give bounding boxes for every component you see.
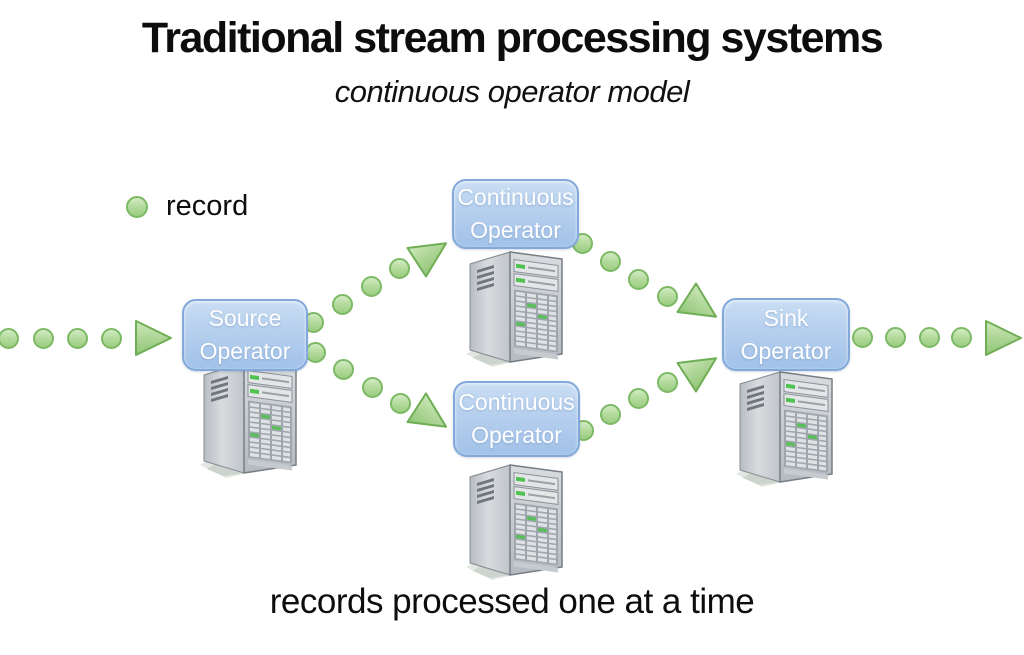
node-continuous-operator-bottom: Continuous Operator <box>453 381 580 457</box>
record-legend-label: record <box>166 190 249 222</box>
node-sink-operator: Sink Operator <box>722 298 850 371</box>
server-icon <box>198 357 304 479</box>
node-label-line: Continuous <box>458 389 575 416</box>
flow-arrow-icon <box>983 318 1023 358</box>
node-label-line: Continuous <box>457 184 574 211</box>
diagram-title: Traditional stream processing systems <box>141 14 884 62</box>
server-icon <box>464 246 570 368</box>
record-dot <box>627 387 649 409</box>
record-dot <box>389 392 411 414</box>
diagram-subtitle: continuous operator model <box>334 74 690 109</box>
flow-arrow-icon <box>403 225 458 280</box>
server-icon <box>464 459 570 581</box>
flow-arrow-icon <box>403 389 458 444</box>
record-dot <box>100 327 122 349</box>
node-label-line: Source <box>208 305 282 332</box>
record-dot-icon <box>126 195 148 218</box>
record-dot <box>388 257 410 279</box>
flow-arrow-icon <box>133 318 173 358</box>
record-dot <box>656 285 678 307</box>
record-dot <box>332 358 354 380</box>
node-label-line: Operator <box>199 338 291 364</box>
record-dot <box>950 326 972 348</box>
record-dot <box>331 293 353 315</box>
record-dot <box>361 376 383 398</box>
record-legend: record <box>126 190 248 223</box>
record-dot <box>0 327 19 349</box>
record-dot <box>656 371 678 393</box>
flow-arrow-icon <box>673 340 728 395</box>
node-label-line: Operator <box>740 337 832 364</box>
node-continuous-operator-top: Continuous Operator <box>452 179 579 249</box>
record-dot <box>851 326 873 348</box>
node-source-operator: Source Operator <box>182 299 308 371</box>
record-dot <box>627 268 649 290</box>
node-label-line: Operator <box>471 422 562 448</box>
node-label-line: Sink <box>763 304 809 331</box>
flow-arrow-icon <box>673 279 728 334</box>
server-icon <box>734 366 840 488</box>
record-dot <box>360 275 382 297</box>
record-dot <box>918 326 940 348</box>
record-dot <box>599 250 621 272</box>
node-label-line: Operator <box>470 217 561 243</box>
record-dot <box>32 327 54 349</box>
record-dot <box>599 403 621 425</box>
record-dot <box>66 327 88 349</box>
diagram-caption: records processed one at a time <box>269 582 755 621</box>
record-dot <box>884 326 906 348</box>
